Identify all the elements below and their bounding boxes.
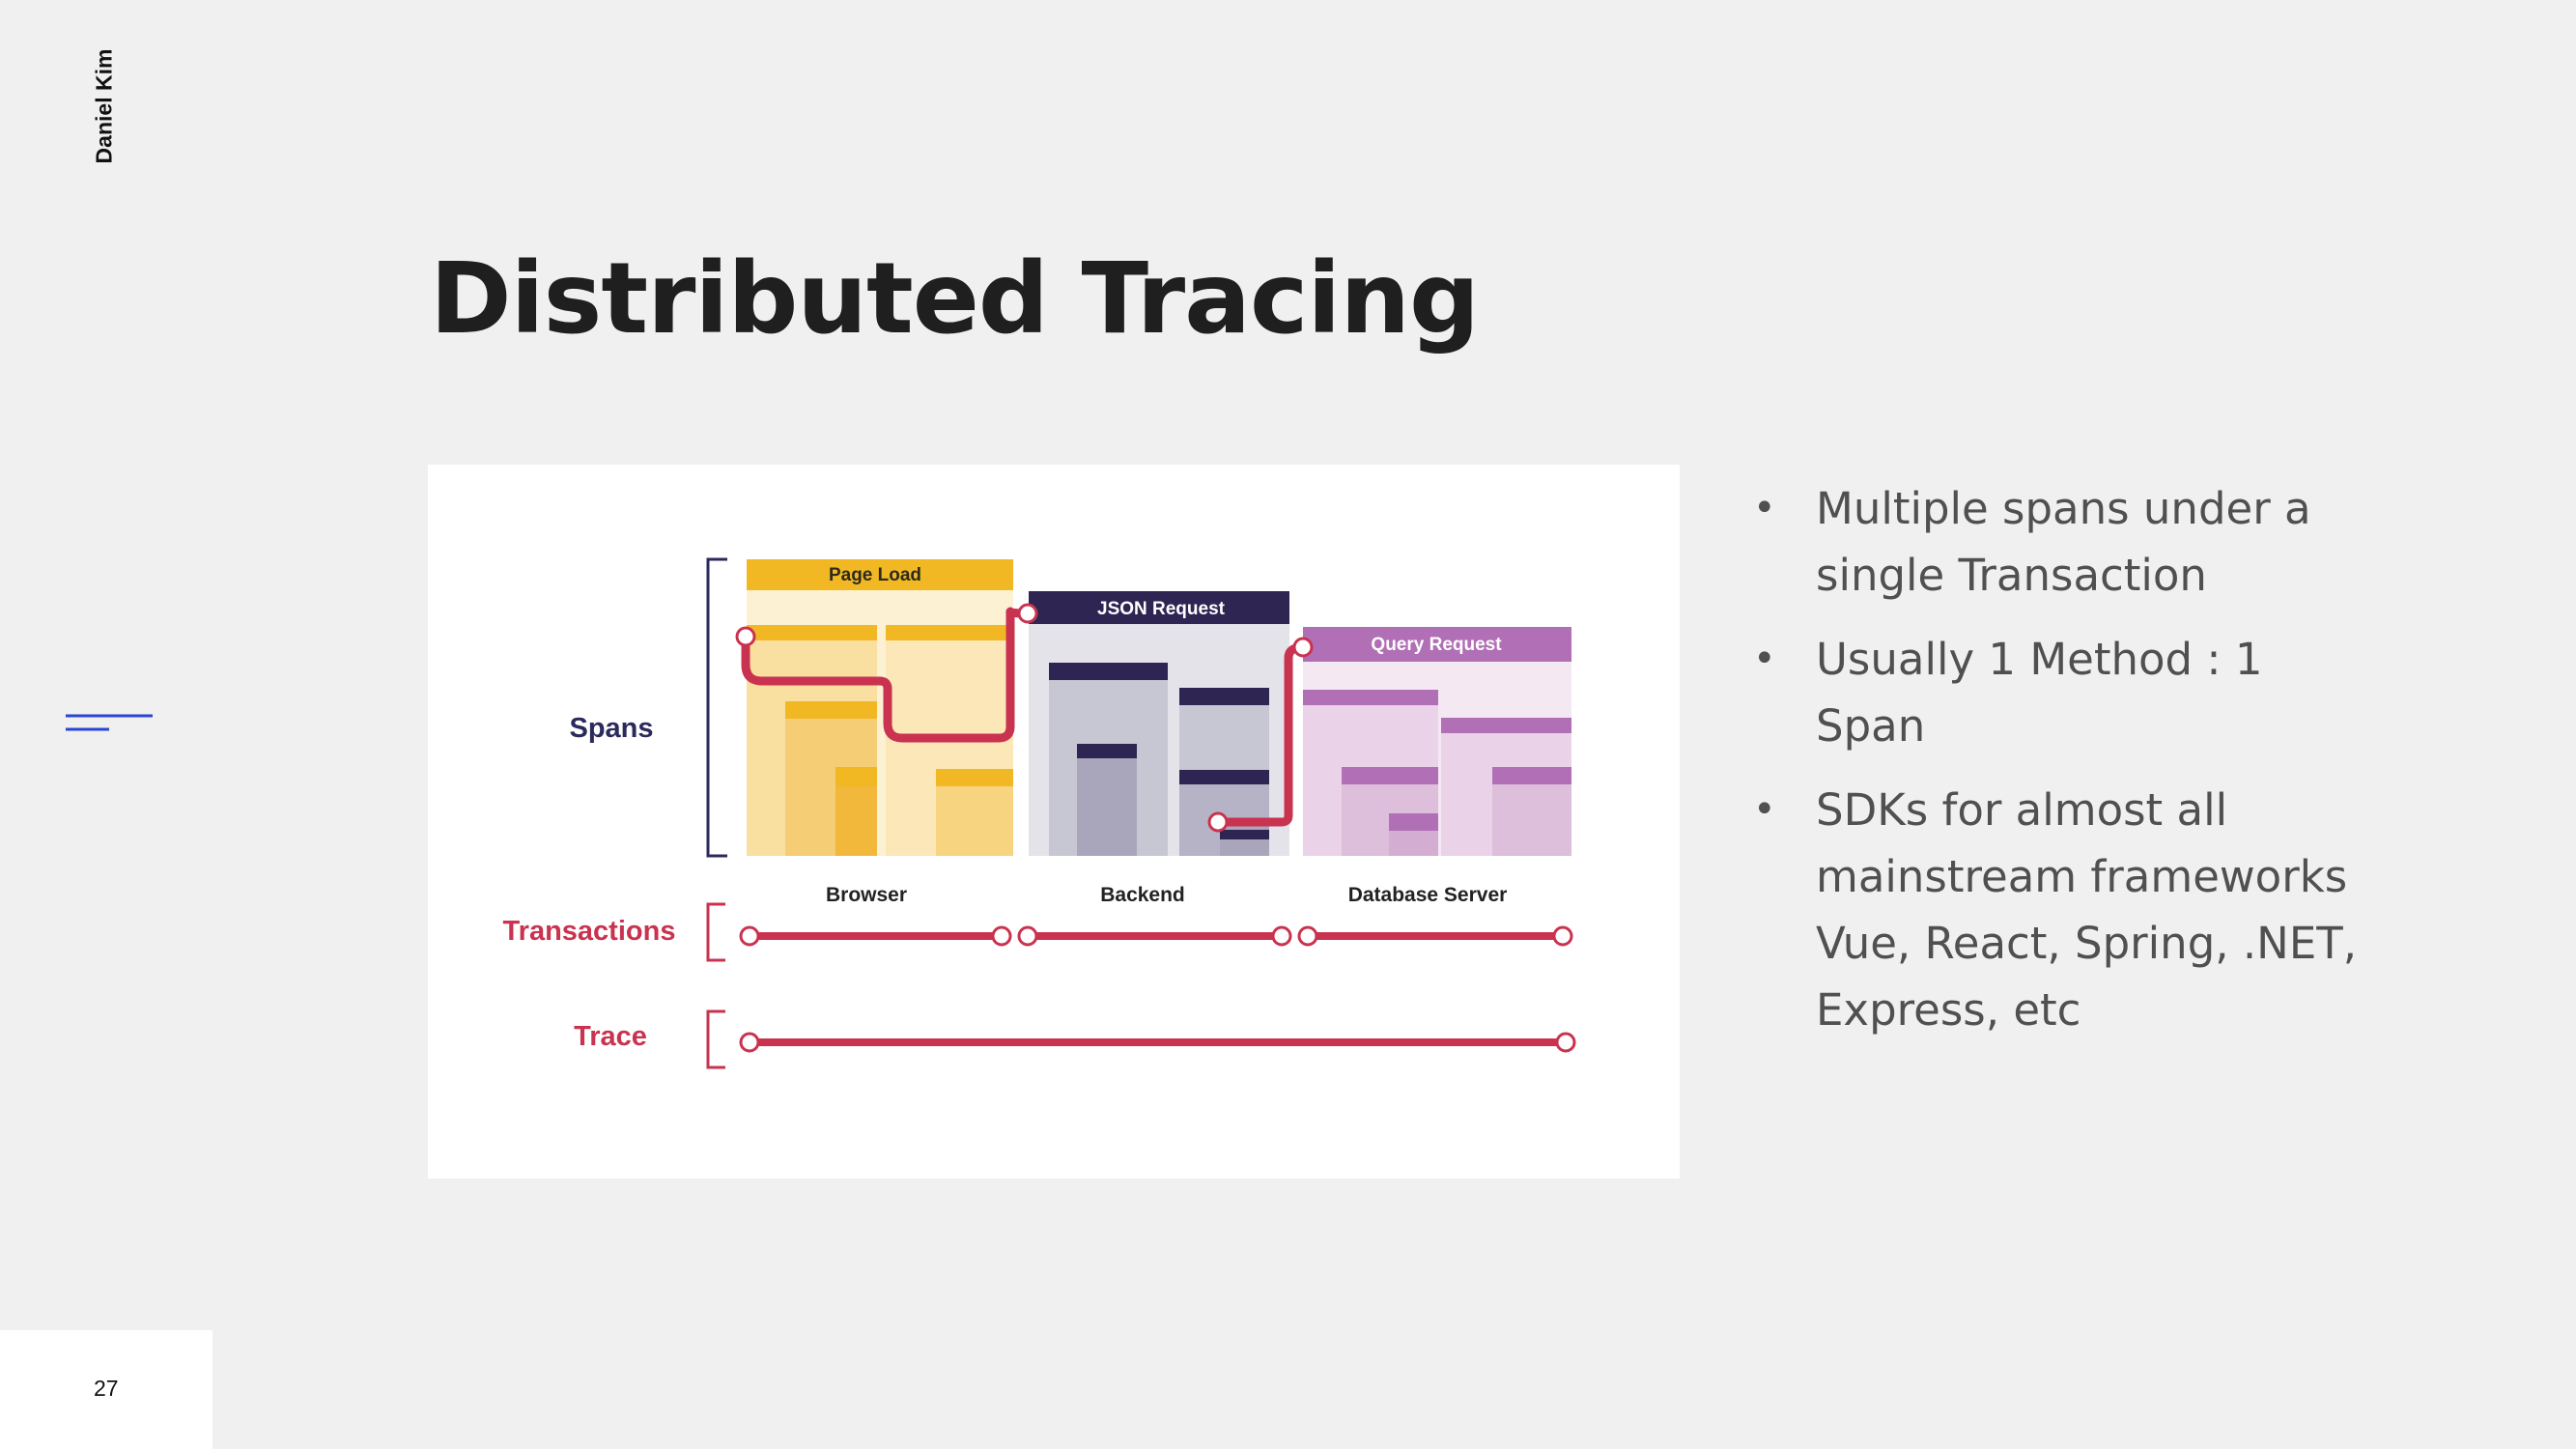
json-request-label: JSON Request [1097,599,1226,619]
trace-bracket [706,1009,725,1069]
bullet-item: Multiple spans under a single Transactio… [1753,475,2371,609]
page-number: 27 [94,1376,119,1401]
page-number-box: 27 [0,1330,212,1449]
bullet-item: Usually 1 Method : 1 Span [1753,626,2371,759]
backend-entry-node [1017,603,1038,624]
query-request-label: Query Request [1371,635,1502,655]
backend-exit-node [1207,811,1229,833]
distributed-tracing-diagram: Spans Transactions Trace Page Load [428,465,1680,1179]
spans-bracket [706,557,727,858]
backend-label: Backend [1100,884,1185,906]
slide-title: Distributed Tracing [430,242,1480,356]
transactions-bracket [706,902,725,962]
backend-spans [1029,591,1289,856]
browser-spans [747,559,1013,856]
trace-path-browser [741,607,1029,743]
trace-line [739,1032,1576,1053]
diagram-canvas: Spans Transactions Trace Page Load [503,557,1576,1069]
page-load-label: Page Load [829,565,921,585]
accent-lines-icon [66,714,153,731]
trace-label: Trace [574,1021,647,1052]
bullet-item: SDKs for almost all mainstream framework… [1753,777,2371,1043]
spans-label: Spans [569,713,653,744]
bullet-list: Multiple spans under a single Transactio… [1753,475,2371,1061]
database-entry-node [1292,637,1314,658]
span-start-node [735,626,756,647]
database-server-label: Database Server [1348,884,1508,906]
transaction-lines [739,925,1573,947]
browser-label: Browser [826,884,907,906]
transactions-label: Transactions [503,916,676,947]
author-name: Daniel Kim [91,48,117,164]
database-spans [1303,627,1571,856]
